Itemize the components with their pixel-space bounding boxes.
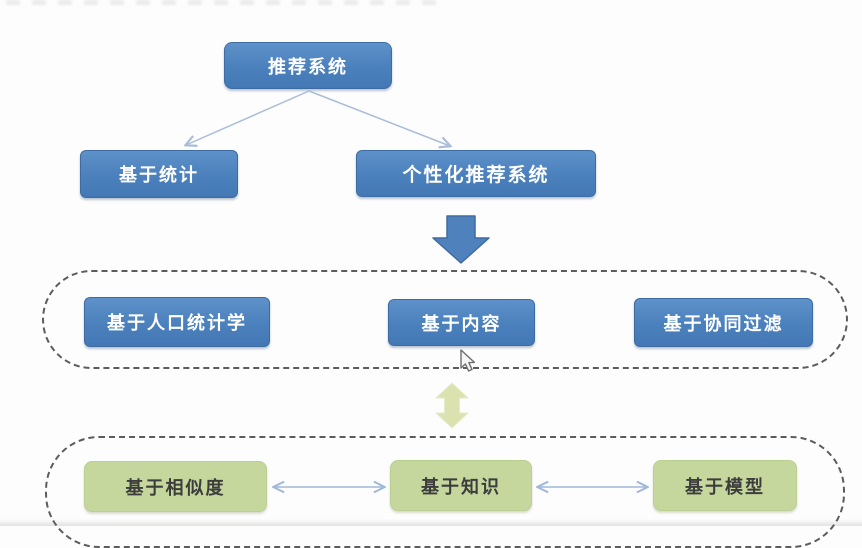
double-block-arrow-icon — [435, 382, 469, 429]
node-model-based: 基于模型 — [653, 460, 797, 511]
node-knowledge-based: 基于知识 — [390, 460, 532, 511]
block-down-arrow-icon — [432, 215, 490, 264]
connector-root-to-personalized — [308, 90, 450, 146]
node-collaborative-filtering: 基于协同过滤 — [634, 298, 813, 347]
node-recommendation-system: 推荐系统 — [224, 42, 392, 89]
cropped-title-remnant — [6, 0, 446, 5]
node-personalized-recommendation: 个性化推荐系统 — [356, 150, 596, 197]
personalized-methods-group — [42, 270, 848, 369]
node-demographics-based: 基于人口统计学 — [84, 297, 270, 347]
node-statistics-based: 基于统计 — [80, 150, 238, 198]
connector-root-to-statistics — [186, 90, 310, 145]
node-content-based: 基于内容 — [388, 299, 535, 346]
video-edge-shade — [0, 519, 862, 526]
node-similarity-based: 基于相似度 — [84, 461, 267, 512]
